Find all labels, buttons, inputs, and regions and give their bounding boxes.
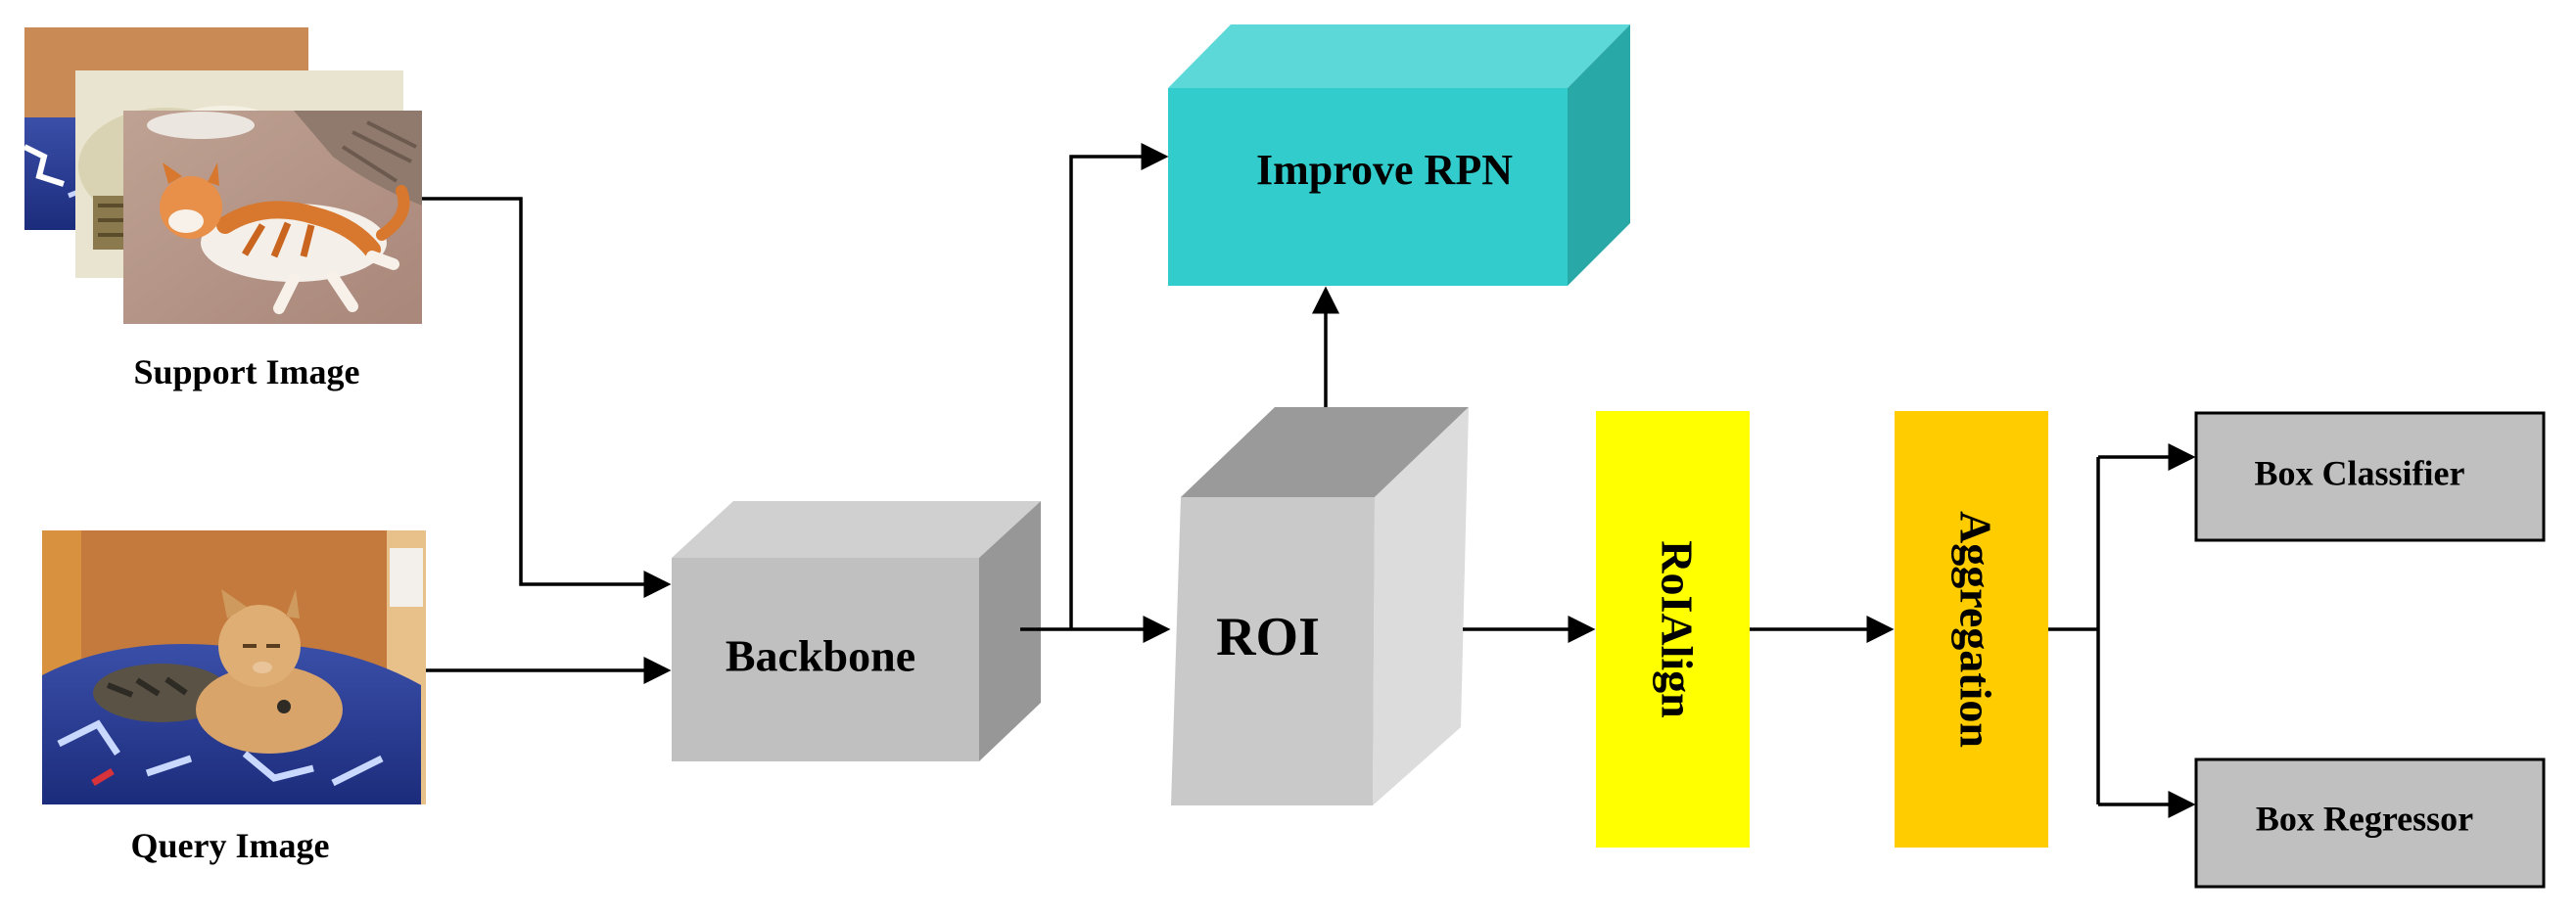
query-image [42, 530, 426, 804]
box-regressor-label: Box Regressor [2256, 799, 2473, 838]
box-regressor-rect [2194, 757, 2546, 889]
improve-rpn-side-face [1568, 24, 1630, 286]
support-image-stack [23, 27, 422, 324]
roi-side-face [1373, 407, 1469, 805]
box-classifier-rect [2194, 411, 2546, 542]
backbone-side-face [979, 501, 1041, 761]
support-image-label: Support Image [133, 352, 359, 391]
roi-label: ROI [1216, 607, 1320, 667]
roi-block: ROI [1171, 407, 1469, 805]
improve-rpn-front-face [1168, 88, 1568, 286]
improve-rpn-top-face [1168, 24, 1630, 88]
backbone-front-face [672, 558, 979, 761]
arrow-backbone-to-rpn [1069, 143, 1169, 629]
aggregation-label: Aggregation [1950, 511, 2000, 748]
roialign-rect [1596, 411, 1750, 848]
backbone-top-face [672, 501, 1041, 558]
connectors [422, 143, 2196, 818]
aggregation-block: Aggregation [1895, 411, 2048, 848]
arrow-support-to-backbone [422, 197, 672, 598]
box-classifier-label: Box Classifier [2255, 453, 2465, 492]
improve-rpn-label: Improve RPN [1256, 146, 1513, 194]
aggregation-rect [1895, 411, 2048, 848]
backbone-label: Backbone [726, 631, 915, 681]
support-photo-front [123, 111, 422, 324]
improve-rpn-block: Improve RPN [1168, 24, 1630, 286]
box-classifier-block: Box Classifier [2194, 411, 2546, 542]
roialign-block: RoIAlign [1596, 411, 1750, 848]
roi-top-face [1181, 407, 1469, 497]
roi-front-face [1171, 497, 1375, 805]
query-image-label: Query Image [131, 826, 330, 865]
backbone-block: Backbone [672, 501, 1041, 761]
roialign-label: RoIAlign [1652, 540, 1702, 717]
box-regressor-block: Box Regressor [2194, 757, 2546, 889]
